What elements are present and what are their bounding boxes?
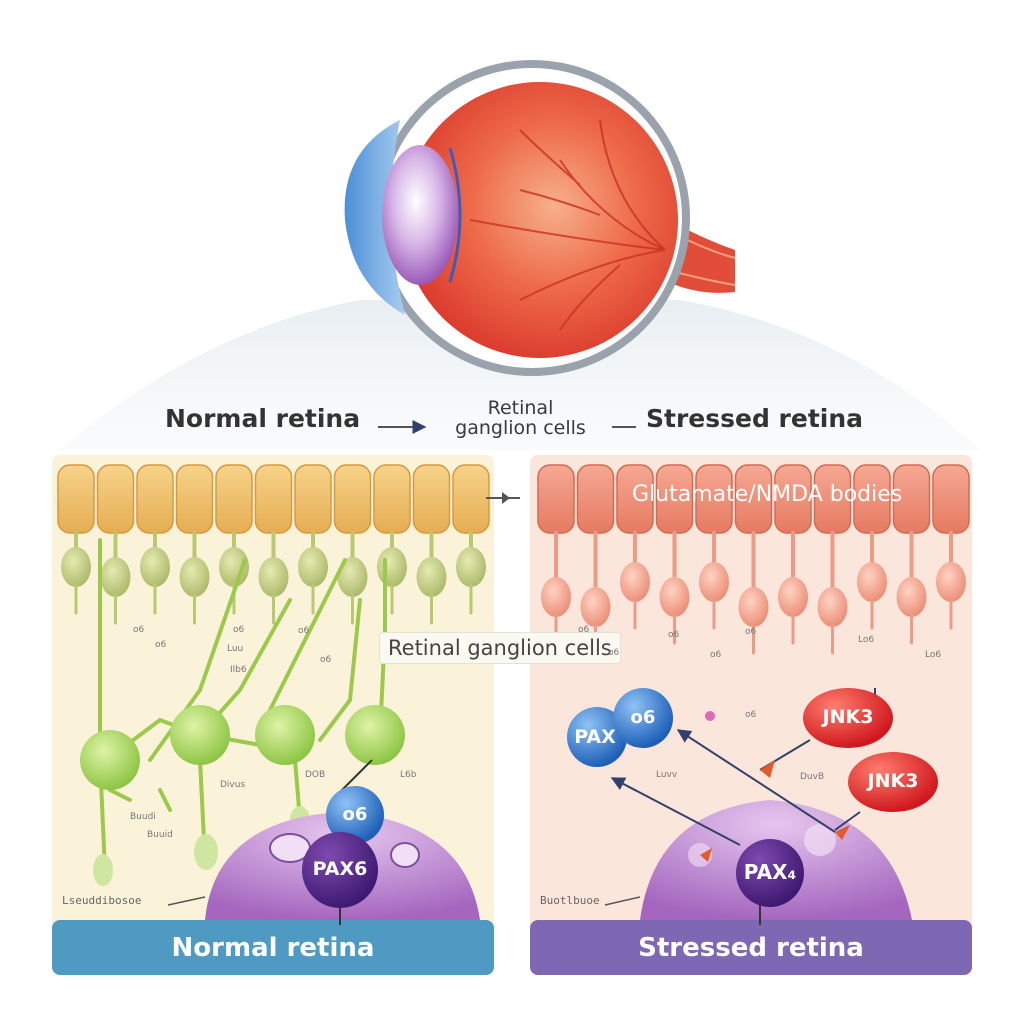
cell-body (179, 557, 210, 597)
eye-illustration (344, 60, 736, 376)
cell-body (377, 547, 407, 587)
photoreceptor-cell (57, 464, 95, 534)
left-ganglion-network (80, 538, 405, 886)
header-stressed-retina-label: Stressed retina (646, 404, 864, 433)
right-corner-pointer (604, 896, 641, 906)
right-photoreceptor-row (537, 464, 970, 534)
left-tiny-label: Luu (227, 644, 244, 654)
left-tiny-label: o6 (155, 640, 167, 650)
right-node-o6 (613, 688, 673, 748)
right-node-pax4-label: PAX₄ (743, 860, 797, 884)
photoreceptor-cell (537, 464, 575, 534)
left-photoreceptor-row (57, 464, 490, 534)
photoreceptor-cell (373, 464, 411, 534)
photoreceptor-cell (215, 464, 253, 534)
panel-connector-head (502, 492, 510, 504)
cell-body (659, 577, 690, 617)
right-node-o6-label: o6 (630, 707, 656, 728)
cell-body (936, 562, 966, 602)
right-tiny-label: o6 (710, 650, 722, 660)
left-tiny-label: o6 (298, 626, 310, 636)
left-cell-layer (61, 531, 486, 625)
right-tiny-label: Luvv (656, 770, 678, 780)
cell-body (541, 577, 571, 617)
header-rgc-line2: ganglion cells (455, 417, 586, 439)
photoreceptor-cell (254, 464, 293, 534)
rgc-box-label: Retinal ganglion cells (379, 632, 621, 664)
cell-body (456, 547, 486, 587)
cell-body (580, 587, 611, 627)
right-tiny-label: Lo6 (925, 650, 942, 660)
right-tiny-label: o6 (608, 648, 620, 658)
cell-body (219, 547, 249, 587)
left-tiny-label: Divus (220, 780, 246, 790)
cell-body (896, 577, 927, 617)
photoreceptor-cell (294, 464, 332, 534)
left-node-pax6-label: PAX6 (312, 858, 368, 880)
photoreceptor-cell (452, 464, 490, 534)
right-node-jnk3-b-label: JNK3 (867, 770, 919, 792)
photoreceptor-cell (136, 464, 174, 534)
left-corner-pointer (167, 896, 206, 906)
left-corner-label: Lseuddibosoe (62, 894, 142, 907)
photoreceptor-cell (932, 464, 970, 534)
right-banner-label: Stressed retina (638, 932, 864, 963)
right-tiny-label: o6 (745, 710, 757, 720)
right-cell-layer (541, 531, 966, 655)
right-tiny-label: o6 (745, 627, 757, 637)
right-tiny-label: o6 (668, 630, 680, 640)
right-node-jnk3-a (803, 688, 893, 748)
right-tiny-label: o6 (578, 625, 590, 635)
left-tiny-label: Ilb6 (230, 665, 247, 675)
header-rgc-label: Retinal ganglion cells (438, 398, 603, 438)
cell-body (140, 547, 170, 587)
header-normal-retina-label: Normal retina (165, 404, 361, 433)
photoreceptor-cell (333, 464, 372, 534)
left-banner-bg (52, 920, 494, 975)
cell-body (61, 547, 91, 587)
photoreceptor-cell (412, 464, 451, 534)
right-banner-bg (530, 920, 972, 975)
right-top-label: Glutamate/NMDA bodies (632, 482, 903, 507)
right-node-pax-label: PAX (574, 726, 616, 748)
cell-body (817, 587, 848, 627)
left-tiny-label: Buuid (147, 830, 173, 840)
right-node-jnk3-b (848, 752, 938, 812)
left-node-o6-label: o6 (342, 804, 368, 825)
cell-body (738, 587, 769, 627)
header-rgc-line1: Retinal (487, 397, 554, 419)
right-corner-label: Buotlbuoe (540, 894, 600, 907)
left-node-o6 (326, 786, 384, 844)
right-node-pax (567, 707, 627, 767)
right-node-pax4 (736, 839, 804, 907)
right-node-jnk3-a-label: JNK3 (822, 706, 874, 728)
photoreceptor-cell (96, 464, 135, 534)
right-tiny-label: Lo6 (858, 635, 875, 645)
cell-body (298, 547, 328, 587)
cell-body (620, 562, 650, 602)
left-tiny-label: L6b (400, 770, 417, 780)
left-tiny-label: o6 (320, 655, 332, 665)
right-tiny-label: DuvB (800, 772, 825, 782)
photoreceptor-cell (175, 464, 214, 534)
cell-body (778, 577, 808, 617)
right-pathway-arrows (610, 688, 876, 925)
photoreceptor-cell (576, 464, 615, 534)
left-tiny-label: o6 (233, 625, 245, 635)
left-tiny-label: Buudi (130, 812, 156, 822)
left-banner-label: Normal retina (171, 932, 375, 963)
cell-body (258, 557, 289, 597)
cell-body (337, 557, 368, 597)
cell-body (100, 557, 131, 597)
cell-body (699, 562, 729, 602)
cell-body (416, 557, 447, 597)
left-tiny-label: DOB (305, 770, 326, 780)
left-tiny-label: o6 (133, 625, 145, 635)
cell-body (857, 562, 887, 602)
left-node-pax6 (302, 832, 378, 908)
